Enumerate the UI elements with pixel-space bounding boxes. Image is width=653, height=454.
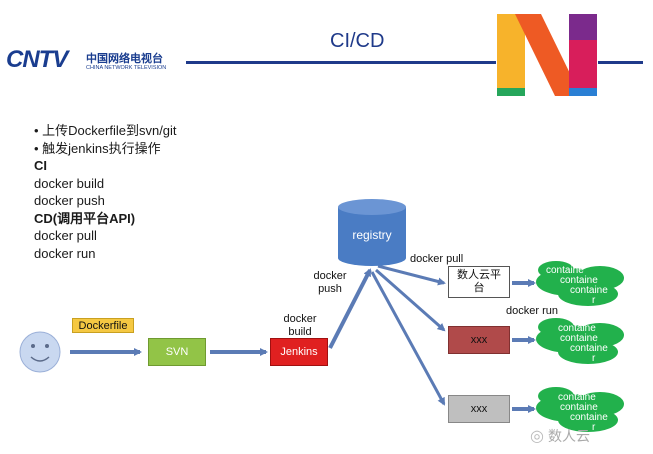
header-line — [186, 61, 496, 64]
docker-build-line2: build — [288, 326, 312, 338]
user-smiley-icon — [19, 331, 61, 373]
docker-pull-label: docker pull — [410, 253, 464, 265]
arrow-registry-to-platform — [377, 264, 446, 286]
arrow-registry-to-xxx2 — [370, 271, 446, 406]
header-line-right — [598, 61, 643, 64]
arrow-registry-to-xxx1 — [375, 268, 446, 332]
bullet-item: CI — [34, 158, 47, 173]
logo-en-text: CHINA NETWORK TELEVISION — [86, 65, 167, 71]
cloud-3-line4: r — [592, 422, 596, 433]
xxx-box-1: xxx — [448, 326, 510, 354]
bullet-item: docker pull — [34, 228, 97, 243]
bullet-list: • 上传Dockerfile到svn/git • 触发jenkins执行操作 CI d… — [34, 122, 177, 262]
cntv-logo: CNTV — [6, 46, 86, 74]
docker-run-label: docker run — [506, 305, 558, 317]
n-logo-green — [497, 88, 525, 96]
cloud-2 — [536, 318, 624, 364]
docker-build-line1: docker — [283, 313, 317, 325]
cloud-2-line4: r — [592, 353, 596, 364]
platform-line2: 台 — [473, 282, 485, 294]
cloud-3-line1: containe — [558, 392, 596, 403]
cloud-3-line3: containe — [570, 412, 608, 423]
wechat-icon: ◎ — [530, 428, 544, 445]
logo-main-text: CNTV — [6, 46, 68, 73]
cloud-1-line4: r — [592, 295, 596, 306]
cloud-2-line1: containe — [558, 323, 596, 334]
platform-box: 数人云平 台 — [448, 266, 510, 298]
cloud-2-line2: containe — [560, 333, 598, 344]
cloud-1 — [536, 261, 624, 306]
bullet-item: docker push — [34, 193, 105, 208]
bullet-item: docker run — [34, 245, 96, 261]
n-logo — [497, 14, 597, 96]
watermark-text: 数人云 — [547, 428, 590, 444]
cloud-1-line3: containe — [570, 285, 608, 296]
watermark: ◎ 数人云 — [530, 426, 590, 446]
arrow-jenkins-to-registry — [328, 268, 372, 349]
docker-build-label: docker build — [280, 313, 320, 339]
cloud-2-line3: containe — [570, 343, 608, 354]
cloud-1-line2: containe — [560, 275, 598, 286]
dockerfile-tag: Dockerfile — [72, 318, 134, 333]
logo-cn-text: 中国网络电视台 — [86, 53, 163, 65]
xxx-box-2: xxx — [448, 395, 510, 423]
registry-cylinder — [338, 199, 406, 266]
jenkins-box: Jenkins — [270, 338, 328, 366]
cloud-1-line1: containe — [546, 265, 584, 276]
bullet-item: docker build — [34, 175, 105, 191]
bullet-item: • 上传Dockerfile到svn/git — [34, 123, 177, 138]
cloud-3 — [536, 387, 624, 432]
page-title: CI/CD — [330, 30, 385, 52]
platform-line1: 数人云平 — [457, 269, 501, 281]
docker-push-label: docker push — [310, 270, 350, 296]
svn-box: SVN — [148, 338, 206, 366]
n-logo-diagonal — [515, 14, 581, 96]
cloud-2-text: containe containe containe r — [540, 324, 620, 364]
n-logo-blue — [569, 88, 597, 96]
bullet-item: CD(调用平台API) — [34, 210, 136, 226]
cloud-1-text: containe containe containe r — [540, 266, 620, 306]
docker-push-line1: docker — [313, 270, 347, 282]
bullet-item: • 触发jenkins执行操作 — [34, 140, 161, 156]
n-logo-left-bar — [497, 14, 525, 96]
cloud-3-text: containe containe containe r — [540, 393, 620, 433]
n-logo-purple — [569, 14, 597, 40]
registry-label: registry — [352, 228, 392, 242]
cloud-3-line2: containe — [560, 402, 598, 413]
docker-push-line2: push — [318, 283, 342, 295]
